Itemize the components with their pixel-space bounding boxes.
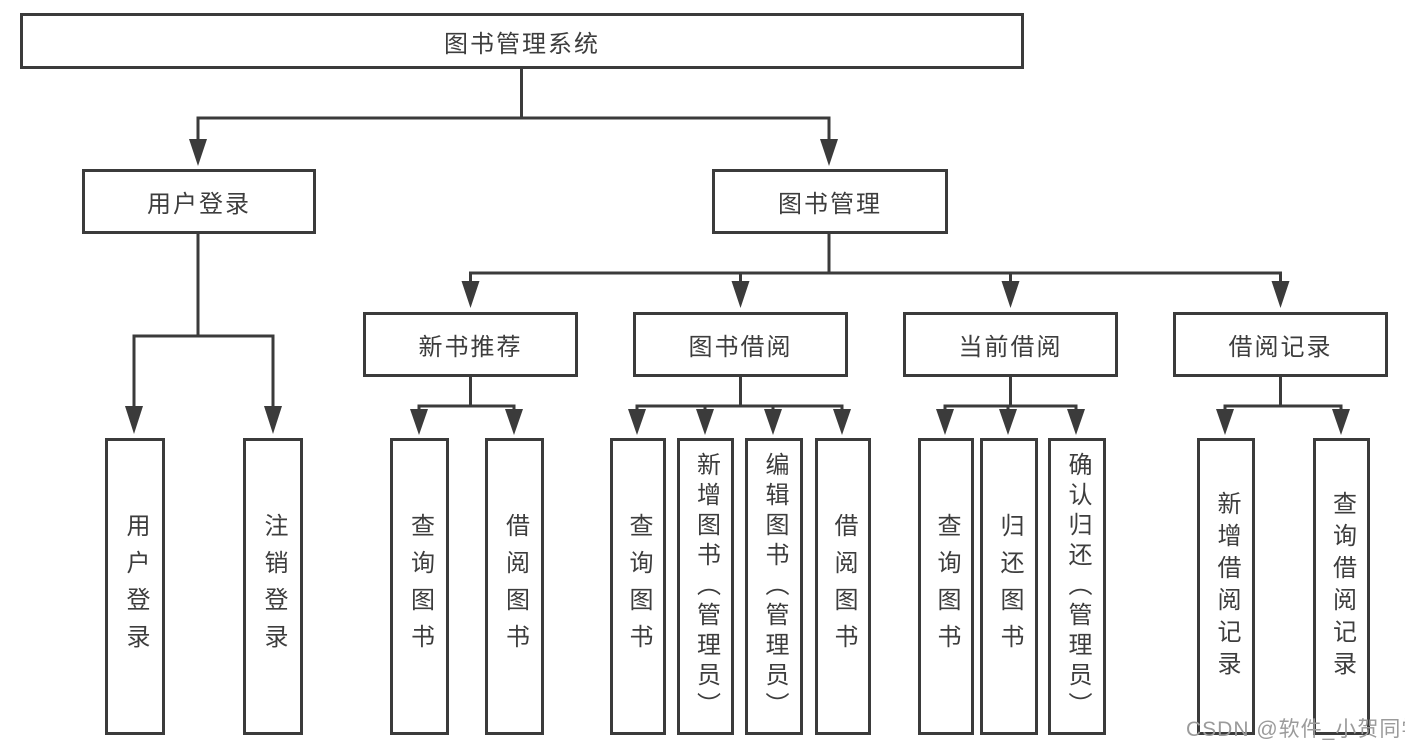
node-book-borrowing-label: 图书借阅 <box>688 334 793 361</box>
node-borrowing-records: 借阅记录 <box>1173 312 1388 377</box>
node-root-label: 图书管理系统 <box>444 30 600 58</box>
leaf-query-borrow-record-label: 查询借阅记录 <box>1328 490 1356 683</box>
leaf-user-login: 用户登录 <box>105 438 165 735</box>
leaf-user-login-label: 用户登录 <box>122 512 149 661</box>
connector-root-to-level2 <box>189 69 838 166</box>
connector-current-borrowing-to-leaves <box>936 376 1085 435</box>
node-book-borrowing: 图书借阅 <box>633 312 848 377</box>
node-new-book-recommend: 新书推荐 <box>363 312 578 377</box>
leaf-add-books-admin-label: 新增图书（管理员） <box>692 451 720 722</box>
leaf-add-books-admin: 新增图书（管理员） <box>677 438 734 735</box>
connector-borrowing-records-to-leaves <box>1216 376 1350 435</box>
leaf-add-borrow-record: 新增借阅记录 <box>1197 438 1255 735</box>
leaf-edit-books-admin: 编辑图书（管理员） <box>745 438 803 735</box>
leaf-borrow-books-borrowing-label: 借阅图书 <box>830 512 857 661</box>
leaf-logout: 注销登录 <box>243 438 303 735</box>
leaf-query-books-borrowing: 查询图书 <box>610 438 666 735</box>
node-user-login-label: 用户登录 <box>147 191 251 218</box>
node-book-management-label: 图书管理 <box>778 191 882 218</box>
leaf-confirm-return-admin: 确认归还（管理员） <box>1048 438 1106 735</box>
leaf-query-books-recommend-label: 查询图书 <box>406 512 434 661</box>
leaf-query-books-borrowing-label: 查询图书 <box>625 512 652 661</box>
node-current-borrowing-label: 当前借阅 <box>958 334 1063 361</box>
node-new-book-recommend-label: 新书推荐 <box>418 334 523 361</box>
node-root: 图书管理系统 <box>20 13 1024 69</box>
leaf-query-borrow-record: 查询借阅记录 <box>1313 438 1370 735</box>
node-borrowing-records-label: 借阅记录 <box>1228 334 1333 361</box>
watermark: CSDN @软件_小贺同学 <box>1186 718 1405 741</box>
connector-book-borrowing-to-leaves <box>628 376 851 435</box>
node-user-login: 用户登录 <box>82 169 316 234</box>
leaf-borrow-books-recommend: 借阅图书 <box>485 438 544 735</box>
leaf-return-books: 归还图书 <box>980 438 1038 735</box>
leaf-logout-label: 注销登录 <box>260 512 287 661</box>
leaf-return-books-label: 归还图书 <box>996 512 1023 661</box>
connector-new-book-recommend-to-leaves <box>410 376 523 435</box>
connector-book-management-to-level3 <box>461 233 1290 308</box>
connector-user-login-to-leaves <box>125 233 282 434</box>
leaf-query-books-current: 查询图书 <box>918 438 974 735</box>
leaf-borrow-books-recommend-label: 借阅图书 <box>501 512 529 661</box>
leaf-confirm-return-admin-label: 确认归还（管理员） <box>1064 451 1091 722</box>
leaf-add-borrow-record-label: 新增借阅记录 <box>1213 490 1240 683</box>
leaf-query-books-current-label: 查询图书 <box>933 512 960 661</box>
leaf-query-books-recommend: 查询图书 <box>390 438 449 735</box>
leaf-edit-books-admin-label: 编辑图书（管理员） <box>761 451 788 722</box>
node-current-borrowing: 当前借阅 <box>903 312 1118 377</box>
node-book-management: 图书管理 <box>712 169 948 234</box>
leaf-borrow-books-borrowing: 借阅图书 <box>815 438 871 735</box>
